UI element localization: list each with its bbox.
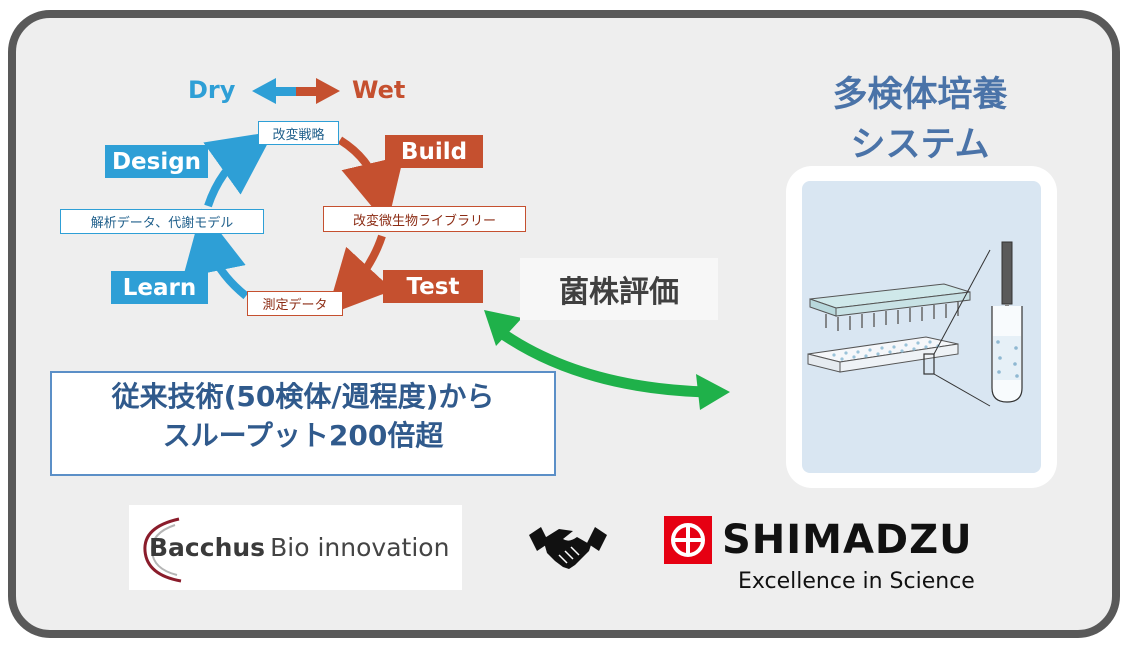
build-label: Build	[385, 135, 483, 168]
claim-line2: スループット200倍超	[162, 419, 444, 452]
arrow-library-to-measure	[326, 234, 394, 316]
bacchus-subname: Bio innovation	[270, 533, 450, 562]
library-box: 改変微生物ライブラリー	[323, 206, 526, 232]
dry-wet-arrow	[252, 78, 340, 104]
learn-label: Learn	[111, 271, 208, 304]
handshake-icon	[529, 527, 607, 569]
arrow-strategy-to-library	[337, 136, 404, 226]
analysis-box: 解析データ、代謝モデル	[60, 209, 264, 234]
throughput-claim: 従来技術(50検体/週程度)から スループット200倍超	[50, 371, 556, 476]
culture-system-illustration	[807, 241, 1023, 407]
wet-label: Wet	[352, 76, 406, 104]
system-title-line1: 多検体培養	[832, 75, 1008, 115]
system-card	[786, 166, 1057, 488]
bacchus-name: Bacchus	[149, 533, 266, 562]
evaluation-label: 菌株評価	[520, 258, 718, 320]
system-title: 多検体培養 システム	[800, 70, 1040, 170]
bacchus-logo-icon	[143, 517, 182, 583]
shimadzu-tagline: Excellence in Science	[738, 569, 975, 594]
claim-line1: 従来技術(50検体/週程度)から	[111, 380, 495, 413]
shimadzu-logo-icon	[664, 516, 712, 564]
shimadzu-name: SHIMADZU	[722, 517, 973, 563]
test-label: Test	[383, 270, 483, 303]
green-double-arrow	[484, 310, 730, 410]
bacchus-logo: Bacchus Bio innovation	[129, 505, 462, 590]
arrow-analysis-to-strategy	[203, 131, 275, 208]
measure-box: 測定データ	[247, 291, 343, 316]
system-title-line2: システム	[850, 125, 990, 165]
dry-label: Dry	[188, 76, 236, 104]
arrow-learn-to-analysis	[182, 208, 249, 300]
design-label: Design	[105, 145, 208, 178]
strategy-box: 改変戦略	[258, 121, 339, 145]
